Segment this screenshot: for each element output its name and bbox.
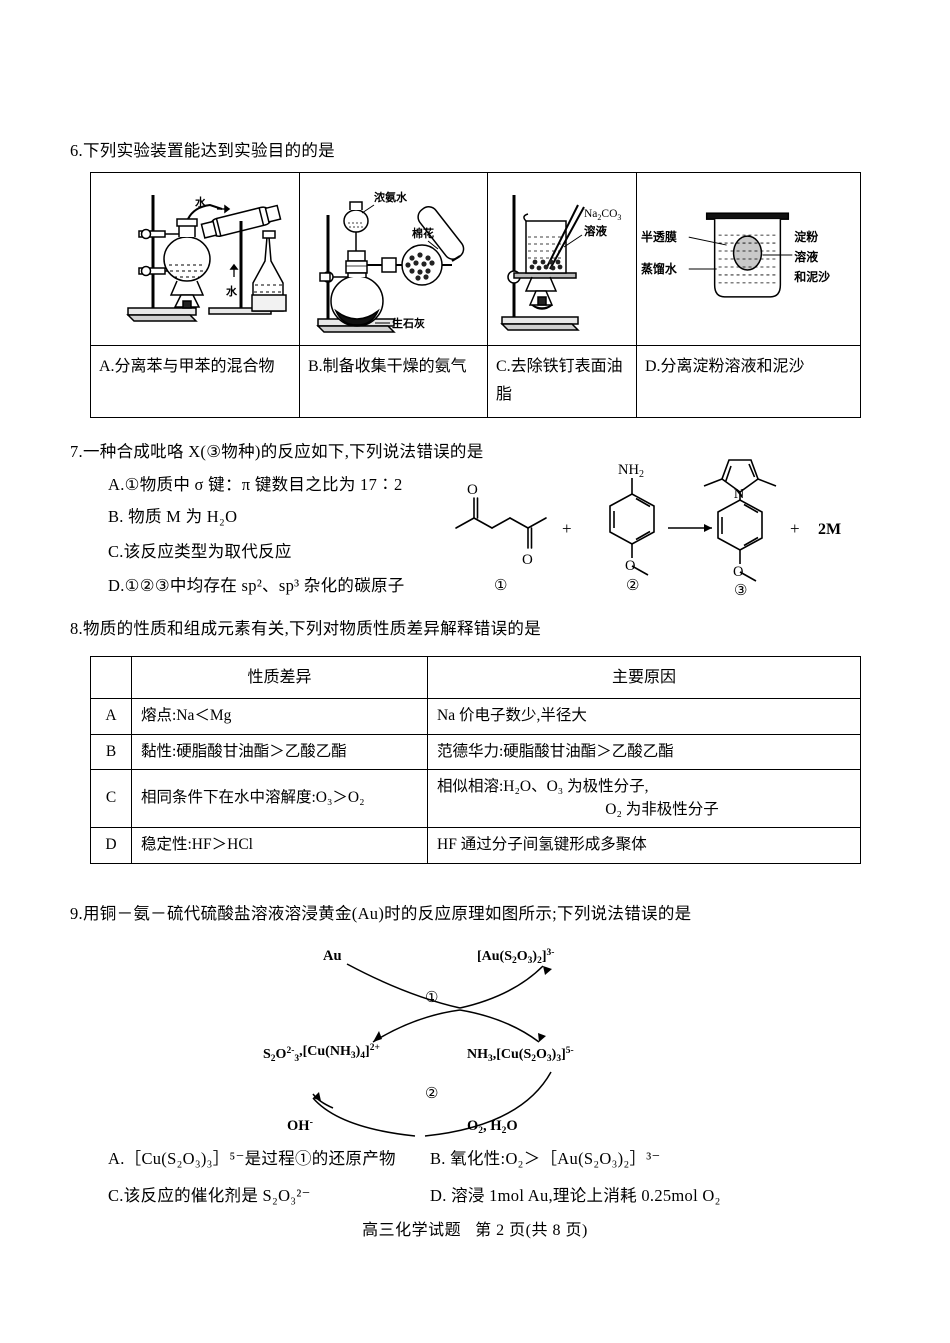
svg-text:O: O — [625, 558, 635, 574]
gold-leaching-cycle-icon: Au [Au(S2O3)2]3- ① S2O2-3,[Cu(NH3)4]2+ N… — [263, 948, 574, 1137]
question-6-stem: 6.下列实验装置能达到实验目的的是 — [70, 141, 335, 160]
svg-text:OH-: OH- — [287, 1117, 313, 1134]
cell-apparatus-b: 浓氨水 棉花 生石灰 — [299, 172, 488, 346]
apparatus-label-c: C.去除铁钉表面油脂 — [487, 344, 637, 419]
svg-text:生石灰: 生石灰 — [392, 316, 425, 330]
table-header-row: 性质差异 主要原因 — [90, 655, 861, 700]
row-reason-a: Na 价电子数少,半径大 — [427, 698, 861, 735]
row-index-c: C — [90, 769, 132, 829]
svg-text:浓氨水: 浓氨水 — [374, 190, 408, 204]
row-index-b: B — [90, 733, 132, 771]
svg-text:水: 水 — [226, 284, 238, 298]
question-7-option-b: B. 物质 M 为 H₂O — [108, 507, 238, 526]
svg-text:S2O2-3,[Cu(NH3)4]2+: S2O2-3,[Cu(NH3)4]2+ — [263, 1043, 380, 1064]
svg-text:O2, H2O: O2, H2O — [467, 1118, 518, 1136]
question-9-option-a: A.［Cu(S₂O₃)₃］⁵⁻是过程①的还原产物 — [108, 1149, 396, 1168]
row-property-c: 相同条件下在水中溶解度:O₃＞O₂ — [131, 769, 428, 829]
question-7-reaction-scheme: O O ① + NH2 O ② — [440, 458, 860, 603]
svg-text:水: 水 — [195, 195, 207, 209]
svg-text:+: + — [562, 519, 572, 538]
row-reason-c-line1: 相似相溶:H₂O、O₃ 为极性分子, — [437, 778, 649, 796]
distillation-apparatus-icon: 水 水 — [126, 195, 287, 322]
svg-text:溶液: 溶液 — [584, 224, 607, 238]
svg-text:①: ① — [425, 990, 438, 1006]
question-9-option-d: D. 溶浸 1mol Au,理论上消耗 0.25mol O₂ — [430, 1186, 721, 1205]
question-9-option-b: B. 氧化性:O₂＞［Au(S₂O₃)₂］³⁻ — [430, 1149, 661, 1168]
page-footer: 高三化学试题第 2 页(共 8 页) — [0, 1216, 950, 1240]
row-property-a: 熔点:Na＜Mg — [131, 698, 428, 735]
svg-text:①: ① — [494, 578, 507, 594]
svg-text:和泥沙: 和泥沙 — [793, 269, 830, 284]
svg-text:+: + — [790, 519, 800, 538]
table-row: B 黏性:硬脂酸甘油酯＞乙酸乙酯 范德华力:硬脂酸甘油酯＞乙酸乙酯 — [90, 733, 861, 771]
question-7-option-d: D.①②③中均存在 sp²、sp³ 杂化的碳原子 — [108, 576, 405, 595]
svg-text:NH3,[Cu(S2O3)3]5-: NH3,[Cu(S2O3)3]5- — [467, 1046, 574, 1064]
dialysis-apparatus-icon: 半透膜 蒸馏水 淀粉 溶液 和泥沙 — [641, 212, 830, 298]
svg-text:蒸馏水: 蒸馏水 — [641, 261, 678, 276]
paal-knorr-scheme-icon: O O ① + NH2 O ② — [455, 459, 841, 599]
svg-text:溶液: 溶液 — [794, 249, 818, 264]
svg-text:②: ② — [626, 578, 639, 594]
row-index-d: D — [90, 827, 132, 864]
row-property-d: 稳定性:HF＞HCl — [131, 827, 428, 864]
svg-text:[Au(S2O3)2]3-: [Au(S2O3)2]3- — [477, 948, 554, 966]
question-9-stem: 9.用铜－氨－硫代硫酸盐溶液溶浸黄金(Au)时的反应原理如图所示;下列说法错误的… — [70, 904, 692, 923]
footer-page-number: 第 2 页(共 8 页) — [475, 1222, 588, 1239]
svg-text:O: O — [733, 564, 743, 580]
cell-apparatus-d: 半透膜 蒸馏水 淀粉 溶液 和泥沙 — [636, 172, 861, 346]
header-index — [90, 655, 132, 700]
table-row-diagrams: 水 水 — [90, 172, 861, 346]
table-row: D 稳定性:HF＞HCl HF 通过分子间氢键形成多聚体 — [90, 827, 861, 864]
cell-apparatus-a: 水 水 — [90, 172, 300, 346]
apparatus-label-b: B.制备收集干燥的氨气 — [299, 344, 488, 419]
svg-text:③: ③ — [734, 583, 747, 598]
question-6-apparatus-table: 水 水 — [90, 172, 861, 419]
apparatus-label-d: D.分离淀粉溶液和泥沙 — [636, 344, 861, 419]
header-property: 性质差异 — [131, 655, 428, 700]
svg-text:N: N — [734, 487, 744, 502]
svg-text:Na2CO3: Na2CO3 — [584, 208, 621, 222]
svg-text:②: ② — [425, 1086, 438, 1102]
row-index-a: A — [90, 698, 132, 735]
apparatus-label-a: A.分离苯与甲苯的混合物 — [90, 344, 300, 419]
row-reason-c: 相似相溶:H₂O、O₃ 为极性分子, O₂ 为非极性分子 — [427, 769, 861, 829]
row-reason-b: 范德华力:硬脂酸甘油酯＞乙酸乙酯 — [427, 733, 861, 771]
svg-text:棉花: 棉花 — [412, 226, 434, 240]
ammonia-generation-apparatus-icon: 浓氨水 棉花 生石灰 — [316, 190, 465, 333]
beaker-heating-apparatus-icon: Na2CO3 溶液 — [500, 195, 621, 331]
svg-text:O: O — [522, 552, 533, 568]
question-8-stem: 8.物质的性质和组成元素有关,下列对物质性质差异解释错误的是 — [70, 619, 541, 638]
svg-text:NH2: NH2 — [618, 462, 644, 480]
question-7-stem: 7.一种合成吡咯 X(③物种)的反应如下,下列说法错误的是 — [70, 442, 484, 461]
svg-text:2M: 2M — [818, 521, 841, 538]
row-property-b: 黏性:硬脂酸甘油酯＞乙酸乙酯 — [131, 733, 428, 771]
header-reason: 主要原因 — [427, 655, 861, 700]
question-9-catalytic-cycle: Au [Au(S2O3)2]3- ① S2O2-3,[Cu(NH3)4]2+ N… — [255, 930, 705, 1150]
question-7-option-a: A.①物质中 σ 键：π 键数目之比为 17∶2 — [108, 475, 403, 494]
row-reason-d: HF 通过分子间氢键形成多聚体 — [427, 827, 861, 864]
table-row-labels: A.分离苯与甲苯的混合物 B.制备收集干燥的氨气 C.去除铁钉表面油脂 D.分离… — [90, 344, 861, 419]
question-9-option-c: C.该反应的催化剂是 S₂O₃²⁻ — [108, 1186, 311, 1205]
svg-text:Au: Au — [323, 948, 342, 964]
cell-apparatus-c: Na2CO3 溶液 — [487, 172, 637, 346]
table-row: C 相同条件下在水中溶解度:O₃＞O₂ 相似相溶:H₂O、O₃ 为极性分子, O… — [90, 769, 861, 829]
footer-subject: 高三化学试题 — [362, 1222, 462, 1239]
row-reason-c-line2: O₂ 为非极性分子 — [605, 800, 719, 818]
question-7-option-c: C.该反应类型为取代反应 — [108, 542, 292, 561]
svg-text:O: O — [467, 482, 478, 498]
svg-text:淀粉: 淀粉 — [794, 229, 818, 244]
table-row: A 熔点:Na＜Mg Na 价电子数少,半径大 — [90, 698, 861, 735]
svg-text:半透膜: 半透膜 — [641, 229, 677, 244]
question-8-properties-table: 性质差异 主要原因 A 熔点:Na＜Mg Na 价电子数少,半径大 B 黏性:硬… — [90, 655, 861, 864]
